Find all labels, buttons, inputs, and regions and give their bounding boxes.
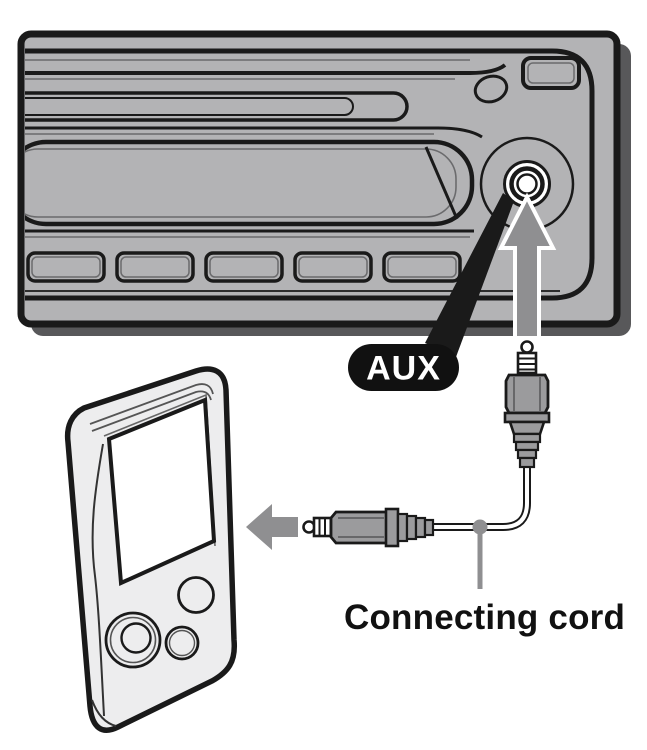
plug-tip xyxy=(520,340,534,354)
car-stereo-front-panel xyxy=(17,30,631,336)
aux-label-bubble xyxy=(348,344,459,391)
player-bottom-button xyxy=(164,625,200,661)
aux-label-text: AUX xyxy=(366,350,441,388)
aux-label-callout: AUX xyxy=(348,344,459,391)
player-top-button xyxy=(177,576,215,614)
corner-button xyxy=(521,56,581,90)
cord-callout-marker xyxy=(472,519,488,589)
mini-plug-horizontal xyxy=(302,507,435,548)
up-arrow-icon xyxy=(497,192,557,340)
player-screen xyxy=(106,397,217,586)
release-knob xyxy=(473,74,509,104)
cd-slot xyxy=(25,91,409,122)
preset-button-2 xyxy=(115,251,195,283)
preset-button-1 xyxy=(26,251,106,283)
mini-plug-vertical xyxy=(503,340,551,469)
plug-body xyxy=(329,510,393,545)
top-groove xyxy=(25,63,507,75)
preset-buttons xyxy=(26,251,462,283)
portable-audio-player xyxy=(64,366,238,733)
preset-button-5 xyxy=(382,251,462,283)
display-end-bevel xyxy=(424,146,459,220)
left-arrow-icon xyxy=(246,504,298,550)
preset-button-4 xyxy=(293,251,373,283)
panel-details xyxy=(25,48,595,301)
display-window xyxy=(25,139,475,227)
plug-body xyxy=(504,373,550,415)
aux-callout-pointer xyxy=(425,193,514,357)
player-center-button xyxy=(120,622,152,654)
connecting-cord-label: Connecting cord xyxy=(344,598,625,637)
mid-groove xyxy=(25,126,483,139)
connecting-cord xyxy=(433,466,531,531)
cd-slot-inner xyxy=(25,97,354,116)
faceplate-outline xyxy=(25,48,595,301)
player-side-crease xyxy=(91,443,105,717)
preset-button-3 xyxy=(204,251,284,283)
